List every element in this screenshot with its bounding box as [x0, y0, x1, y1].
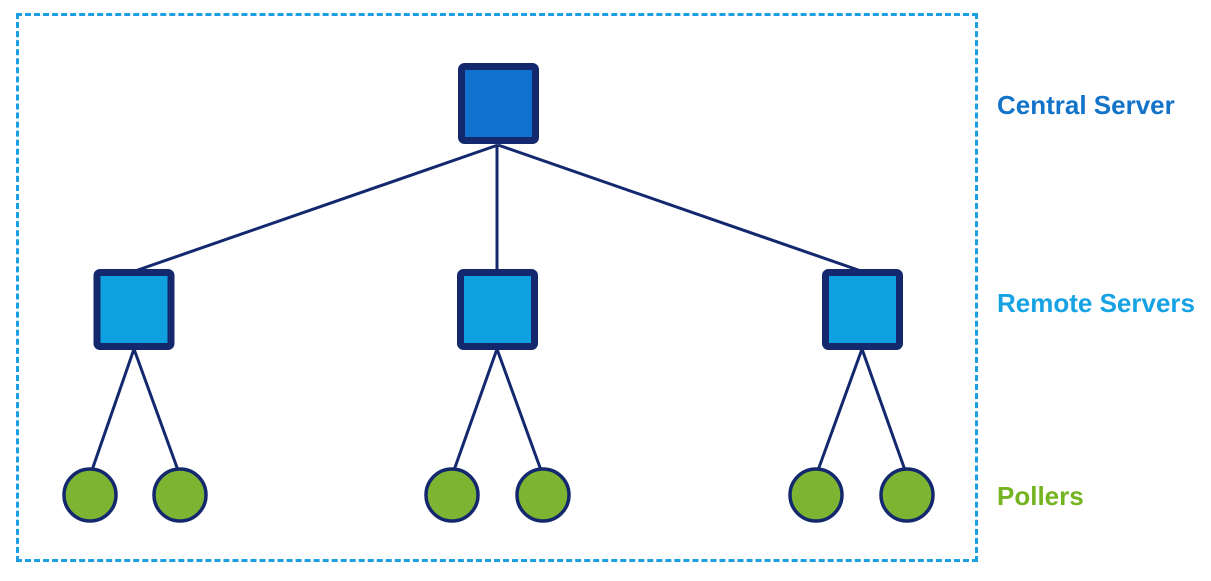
poller-nodes — [62, 467, 935, 523]
link-central-remote-left — [134, 143, 499, 273]
remote-server-nodes — [93, 269, 903, 350]
link-central-remote-right — [497, 143, 862, 273]
central-server-node — [458, 63, 539, 144]
diagram-boundary — [16, 13, 978, 562]
poller-node-4 — [515, 467, 571, 523]
remote-servers-label: Remote Servers — [997, 288, 1195, 318]
central-server-label: Central Server — [997, 90, 1175, 120]
link-remote1-poller1 — [89, 348, 136, 474]
central-to-remote-links — [134, 143, 862, 273]
remote-server-node-3 — [822, 269, 903, 350]
link-remote2-poller4 — [495, 348, 544, 474]
remote-server-node-1 — [93, 269, 175, 350]
link-remote1-poller2 — [132, 348, 181, 474]
poller-node-2 — [152, 467, 208, 523]
poller-node-6 — [879, 467, 935, 523]
remote-server-node-2 — [457, 269, 538, 350]
pollers-label: Pollers — [997, 481, 1084, 511]
poller-node-5 — [788, 467, 844, 523]
poller-node-1 — [62, 467, 118, 523]
link-remote3-poller5 — [815, 348, 864, 474]
poller-node-3 — [424, 467, 480, 523]
link-remote3-poller6 — [860, 348, 908, 474]
link-remote2-poller3 — [451, 348, 499, 474]
remote-to-poller-links — [89, 348, 908, 474]
